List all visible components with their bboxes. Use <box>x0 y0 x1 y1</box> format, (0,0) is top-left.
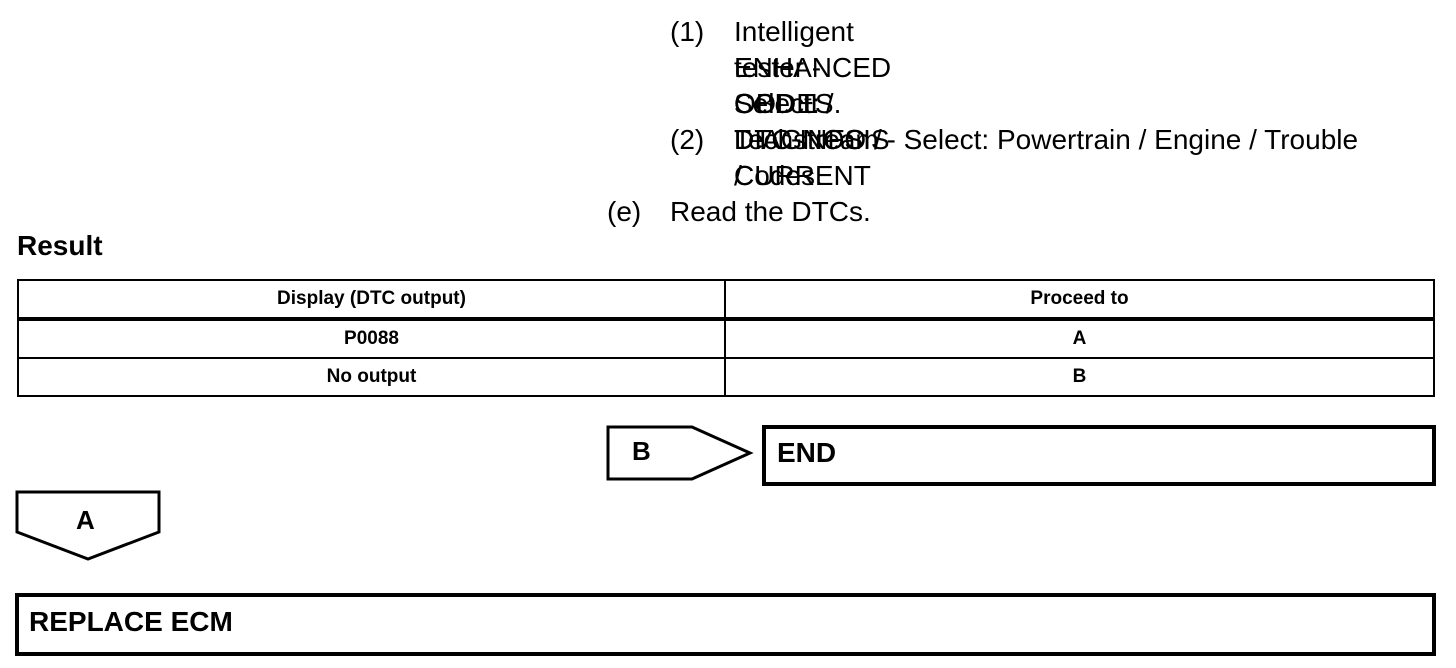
a-branch-label: A <box>76 505 95 535</box>
sub-step-1-line-2: ENHANCED OBD II / DTC INFO / CURRENT <box>734 52 892 191</box>
header-display-dtc-output: Display (DTC output) <box>17 279 726 321</box>
b-branch-arrow <box>606 425 754 481</box>
result-heading: Result <box>17 230 103 261</box>
cell-proceed-to: B <box>724 357 1435 397</box>
end-label: END <box>777 437 837 468</box>
table-row: P0088 A <box>17 318 1435 359</box>
end-box <box>762 425 1436 486</box>
sub-step-1-line-3: CODES. <box>734 88 842 119</box>
replace-ecm-label: REPLACE ECM <box>29 606 233 637</box>
sub-step-1-line-1: Intelligent tester - Select: DIAGNOSIS / <box>734 16 890 191</box>
step-e-number: (e) <box>607 196 642 227</box>
b-branch-label: B <box>632 436 651 466</box>
a-branch-arrow <box>15 490 161 561</box>
table-header-row: Display (DTC output) Proceed to <box>17 279 1435 321</box>
cell-dtc-output: P0088 <box>17 318 726 359</box>
sub-step-2-number: (2) <box>670 124 705 155</box>
table-row: No output B <box>17 357 1435 397</box>
sub-step-2-line-1: Techstream - Select: Powertrain / Engine… <box>734 124 1359 155</box>
cell-proceed-to: A <box>724 318 1435 359</box>
result-table: Display (DTC output) Proceed to P0088 A … <box>17 279 1435 397</box>
replace-ecm-box <box>15 593 1436 656</box>
step-e-text: Read the DTCs. <box>670 196 871 227</box>
cell-dtc-output: No output <box>17 357 726 397</box>
sub-step-1-number: (1) <box>670 16 705 47</box>
header-proceed-to: Proceed to <box>724 279 1435 321</box>
sub-step-2-line-2: Codes. <box>734 160 823 191</box>
